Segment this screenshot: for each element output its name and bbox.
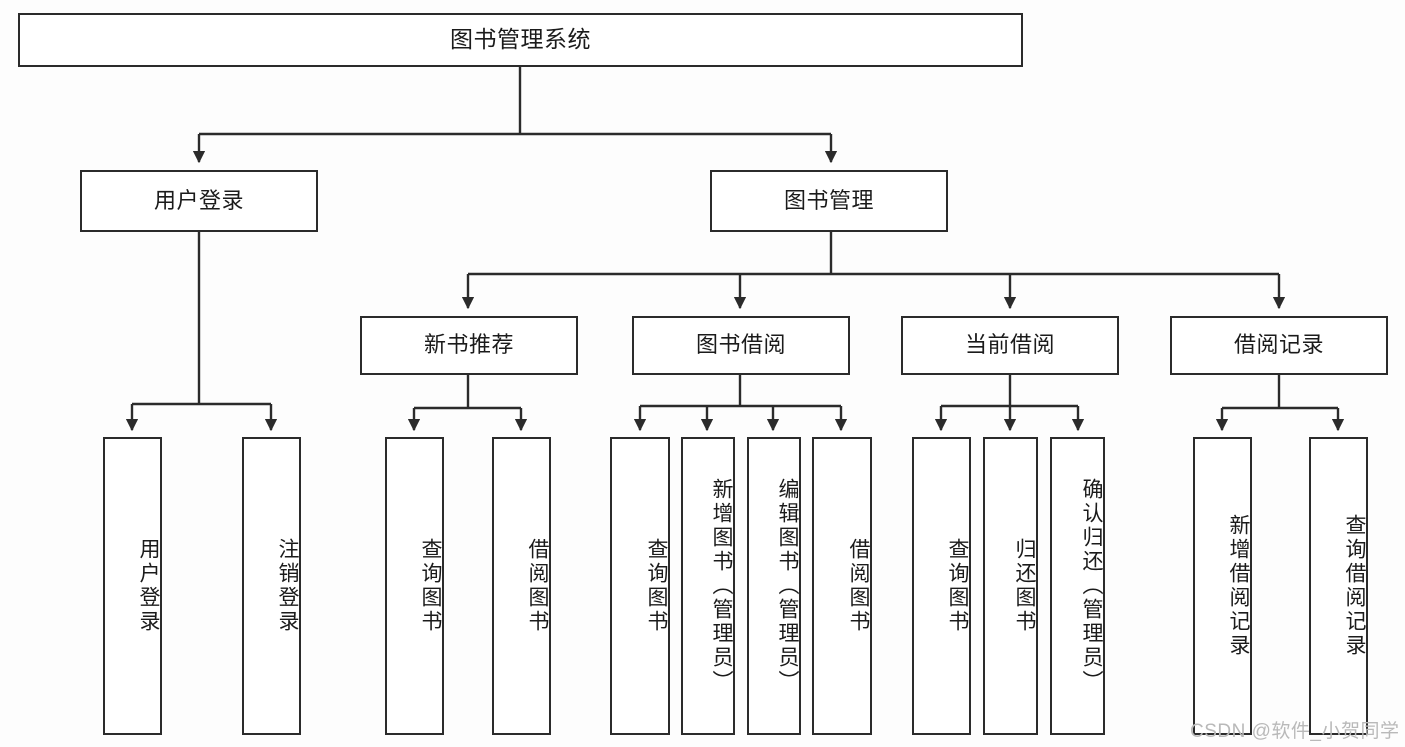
node-leaf-borrow-book-2[interactable]: 借阅图书 <box>812 437 872 735</box>
node-leaf-query-book-3[interactable]: 查询图书 <box>912 437 971 735</box>
node-label: 当前借阅 <box>964 332 1055 358</box>
node-leaf-add-book[interactable]: 新增图书（管理员） <box>681 437 735 735</box>
node-leaf-confirm-return[interactable]: 确认归还（管理员） <box>1050 437 1105 735</box>
node-leaf-user-login[interactable]: 用户登录 <box>103 437 162 735</box>
node-label: 编辑图书（管理员） <box>776 478 799 694</box>
node-label: 图书借阅 <box>695 332 786 358</box>
node-label: 确认归还（管理员） <box>1080 478 1103 694</box>
node-label: 借阅图书 <box>847 538 870 634</box>
node-leaf-add-record[interactable]: 新增借阅记录 <box>1193 437 1252 735</box>
node-user-login[interactable]: 用户登录 <box>80 170 318 232</box>
node-new-book-recommend[interactable]: 新书推荐 <box>360 316 578 375</box>
node-leaf-query-record[interactable]: 查询借阅记录 <box>1309 437 1368 735</box>
node-leaf-logout[interactable]: 注销登录 <box>242 437 301 735</box>
node-leaf-borrow-book-1[interactable]: 借阅图书 <box>492 437 551 735</box>
node-label: 查询图书 <box>419 538 442 634</box>
node-label: 用户登录 <box>137 538 160 634</box>
node-borrow-record[interactable]: 借阅记录 <box>1170 316 1388 375</box>
node-label: 归还图书 <box>1013 538 1036 634</box>
node-label: 注销登录 <box>276 538 299 634</box>
node-label: 新增借阅记录 <box>1227 514 1250 658</box>
node-label: 查询图书 <box>645 538 668 634</box>
node-label: 用户登录 <box>153 187 244 213</box>
node-label: 借阅记录 <box>1233 332 1324 358</box>
node-label: 查询借阅记录 <box>1343 514 1366 658</box>
node-label: 图书管理 <box>783 187 874 213</box>
node-leaf-query-book-2[interactable]: 查询图书 <box>610 437 670 735</box>
node-leaf-return-book[interactable]: 归还图书 <box>983 437 1038 735</box>
node-current-borrow[interactable]: 当前借阅 <box>901 316 1119 375</box>
node-book-management[interactable]: 图书管理 <box>710 170 948 232</box>
node-leaf-edit-book[interactable]: 编辑图书（管理员） <box>747 437 801 735</box>
node-label: 新增图书（管理员） <box>710 478 733 694</box>
node-root-system[interactable]: 图书管理系统 <box>18 13 1023 67</box>
node-label: 新书推荐 <box>423 332 514 358</box>
csdn-watermark: CSDN @软件_小贺同学 <box>1190 721 1400 742</box>
node-label: 图书管理系统 <box>450 26 591 53</box>
node-label: 借阅图书 <box>526 538 549 634</box>
node-label: 查询图书 <box>946 538 969 634</box>
node-leaf-query-book-1[interactable]: 查询图书 <box>385 437 444 735</box>
node-book-borrow[interactable]: 图书借阅 <box>632 316 850 375</box>
